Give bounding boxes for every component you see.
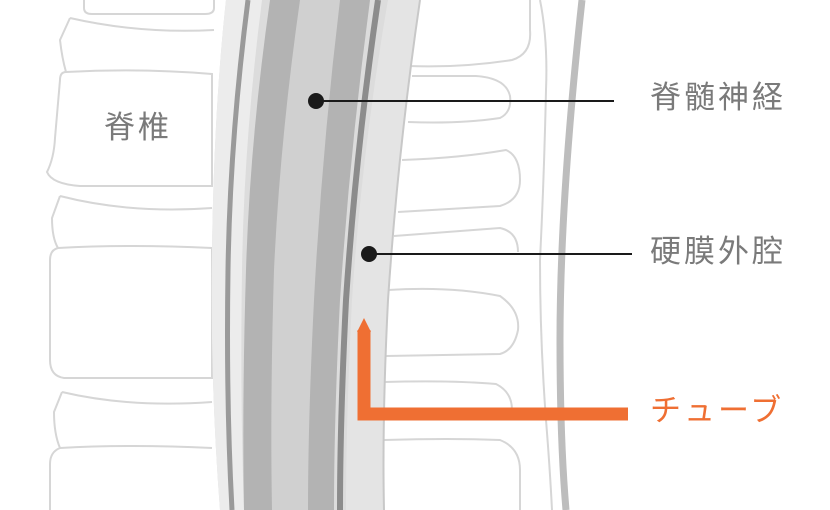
intervertebral-line [69, 17, 215, 32]
vertebra-process [407, 75, 512, 124]
dura-dark-left [211, 0, 262, 510]
tube-label: チューブ [650, 393, 785, 429]
intervertebral-line [50, 195, 61, 249]
canal-edge-right [382, 0, 421, 510]
tube-line [357, 330, 628, 421]
vertebrae-right [383, 0, 553, 510]
vertebra-process [383, 438, 521, 510]
intervertebral-line [52, 391, 63, 449]
vertebra-body [49, 445, 213, 510]
dura-line-right [337, 0, 381, 510]
vertebra-body [83, 0, 215, 15]
epidural-space-label: 硬膜外腔 [650, 234, 786, 270]
epidural-dot [361, 246, 377, 262]
spinal-cord-center [271, 0, 340, 510]
vertebra-process [397, 148, 522, 213]
spinal-cord-dot [308, 93, 324, 109]
intervertebral-line [59, 195, 213, 211]
vertebra-process [538, 0, 553, 510]
intervertebral-line [58, 17, 71, 73]
dura-line-left [225, 0, 251, 510]
vertebra-process [383, 380, 513, 411]
vertebra-process [393, 226, 519, 253]
tube [357, 318, 628, 421]
vertebra-label: 脊椎 [104, 110, 172, 146]
posterior-boundary-line [556, 0, 586, 510]
tube-tip [357, 318, 371, 332]
vertebra-process [407, 0, 532, 68]
vertebrae-left [45, 0, 215, 510]
vertebra-body [49, 245, 213, 379]
leader-lines [308, 93, 632, 262]
vertebra-body [45, 69, 213, 187]
vertebra-process [385, 287, 520, 357]
spinal-cord-label: 脊髄神経 [650, 80, 786, 116]
intervertebral-line [61, 391, 213, 405]
